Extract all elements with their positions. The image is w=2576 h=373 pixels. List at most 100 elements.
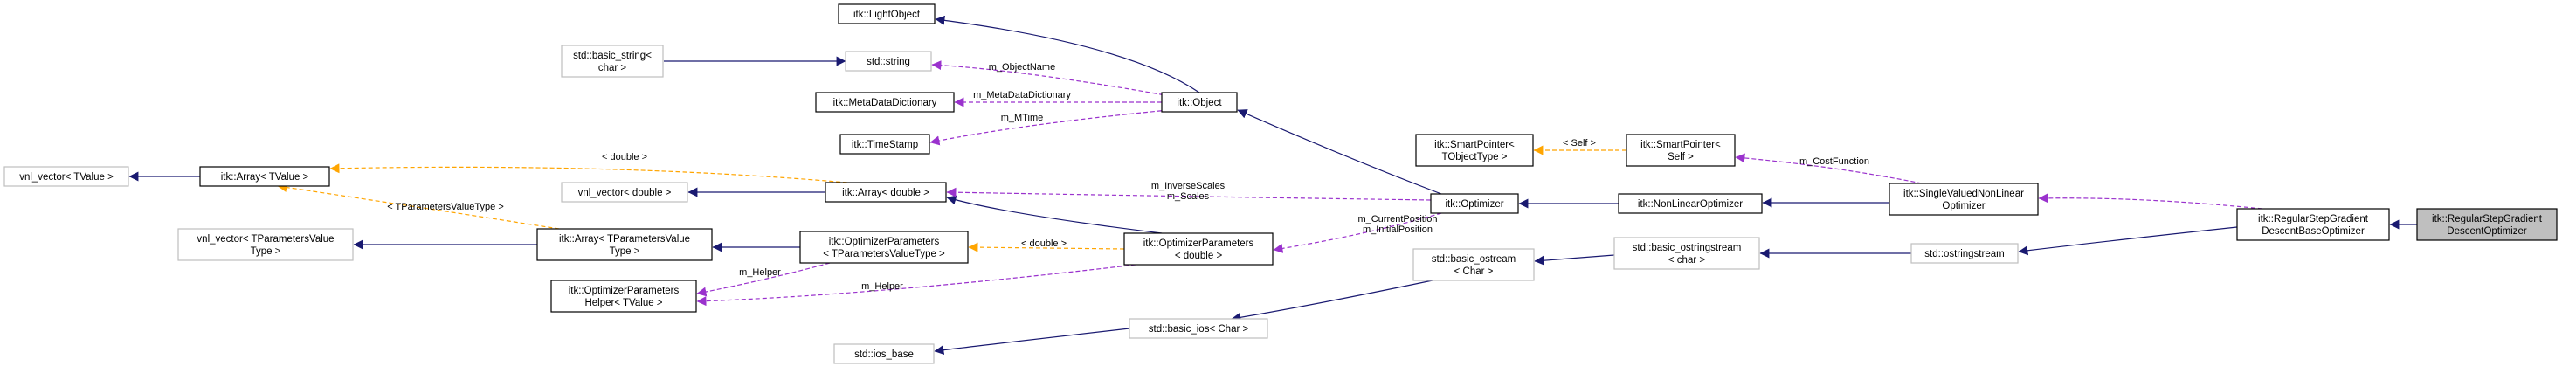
class-node-label: Self > (1668, 152, 1694, 162)
edge-label: m_Helper (861, 281, 903, 292)
class-node-label: itk::RegularStepGradient (2258, 214, 2369, 224)
class-node-label: itk::OptimizerParameters (569, 286, 680, 296)
class-node-box (550, 280, 697, 313)
class-node-basic-ostream[interactable]: std::basic_ostream< Char > (1412, 248, 1535, 281)
class-node-basic-ostringstream[interactable]: std::basic_ostringstream< char > (1613, 237, 1760, 270)
class-node-label: char > (598, 63, 627, 73)
edge-label: < Self > (1563, 138, 1596, 149)
class-node-label: std::basic_ostream (1432, 254, 1516, 265)
class-node-box (799, 231, 969, 264)
class-node-basic-ios[interactable]: std::basic_ios< Char > (1129, 318, 1268, 339)
edge-member-object-to-timestamp: m_MTime (929, 109, 1170, 146)
class-node-label: itk::Array< TValue > (221, 172, 309, 183)
class-node-box (1626, 134, 1736, 167)
class-node-label: itk::SingleValuedNonLinear (1903, 189, 2024, 199)
class-node-array-tparams[interactable]: itk::Array< TParametersValueType > (536, 228, 713, 261)
class-node-vnl-tvalue[interactable]: vnl_vector< TValue > (3, 166, 129, 187)
edge-label: m_Helper (739, 267, 781, 278)
edge-label: m_ObjectName (989, 62, 1055, 73)
class-node-lightobject[interactable]: itk::LightObject (838, 3, 936, 24)
edge-line (1273, 212, 1442, 253)
edge-label: m_CurrentPosition (1357, 214, 1437, 224)
edge-inherit-basic-ostringstream-to-basic-ostream (1534, 254, 1615, 266)
class-node-label: std::basic_ios< Char > (1149, 324, 1249, 335)
class-node-box (561, 45, 664, 78)
edge-inherit-basic-ostream-to-basic-ios (1231, 280, 1433, 322)
class-node-optimizer[interactable]: itk::Optimizer (1430, 193, 1519, 214)
class-node-box (838, 3, 936, 24)
edge-line (696, 262, 831, 297)
class-node-box (2416, 208, 2558, 241)
class-node-label: std::string (867, 57, 910, 67)
class-node-box (1412, 248, 1535, 281)
class-node-box (1415, 134, 1534, 167)
class-node-label: Helper< TValue > (584, 298, 662, 308)
edge-line (329, 163, 848, 183)
class-node-label: < Char > (1454, 266, 1494, 277)
edge-label: m_Scales (1167, 191, 1210, 202)
edge-member-object-to-metadatadict: m_MetaDataDictionary (954, 90, 1162, 107)
class-node-smartptr-t[interactable]: itk::SmartPointer<TObjectType > (1415, 134, 1534, 167)
class-node-box (1123, 232, 1274, 266)
class-node-label: Type > (251, 246, 281, 257)
edge-template-array-double-to-array-tvalue: < double > (329, 152, 848, 183)
edge-inherit-basic-ios-to-ios-base (934, 328, 1130, 356)
class-node-box (2236, 208, 2390, 241)
class-node-label: itk::SmartPointer< (1640, 140, 1721, 150)
edge-line (935, 15, 1200, 93)
class-node-label: itk::Object (1177, 98, 1222, 108)
edge-line (929, 109, 1170, 146)
class-node-box (839, 134, 930, 155)
edge-line (1237, 109, 1442, 195)
edge-line (946, 195, 1163, 234)
class-node-label: itk::Array< TParametersValue (559, 234, 690, 245)
class-node-array-double[interactable]: itk::Array< double > (825, 182, 947, 203)
class-node-label: itk::Optimizer (1445, 199, 1503, 210)
edge-label: m_InitialPosition (1363, 224, 1433, 235)
edge-template-array-tparams-to-array-tvalue: < TParametersValueType > (277, 183, 560, 230)
edge-member-object-to-string: m_ObjectName (931, 60, 1171, 97)
class-node-box (561, 182, 688, 203)
edge-label: < double > (602, 152, 647, 162)
class-node-basic-string[interactable]: std::basic_string<char > (561, 45, 664, 78)
class-node-box (833, 343, 935, 364)
class-node-string[interactable]: std::string (845, 51, 932, 72)
class-node-label: vnl_vector< TParametersValue (197, 234, 334, 245)
edge-member-optparams-double-to-optparams-helper: m_Helper (696, 264, 1136, 307)
class-node-label: Optimizer (1942, 201, 1985, 211)
edge-line (1534, 254, 1615, 266)
class-node-box (845, 51, 932, 72)
class-node-optparams-double[interactable]: itk::OptimizerParameters< double > (1123, 232, 1274, 266)
edge-label: m_CostFunction (1799, 156, 1869, 167)
class-node-object[interactable]: itk::Object (1161, 92, 1238, 113)
class-node-label: < TParametersValueType > (823, 249, 945, 259)
class-node-label: std::basic_string< (573, 51, 652, 61)
edge-template-smartptr-self-to-smartptr-t: < Self > (1533, 138, 1626, 155)
class-node-label: itk::SmartPointer< (1434, 140, 1515, 150)
class-node-vnl-tparams[interactable]: vnl_vector< TParametersValueType > (177, 228, 354, 261)
class-node-optparams-tpvt[interactable]: itk::OptimizerParameters< TParametersVal… (799, 231, 969, 264)
class-node-smartptr-self[interactable]: itk::SmartPointer<Self > (1626, 134, 1736, 167)
class-node-array-tvalue[interactable]: itk::Array< TValue > (199, 166, 330, 187)
class-node-box (1430, 193, 1519, 214)
class-node-metadatadict[interactable]: itk::MetaDataDictionary (815, 92, 955, 113)
class-node-ostringstream[interactable]: std::ostringstream (1910, 243, 2019, 264)
class-node-timestamp[interactable]: itk::TimeStamp (839, 134, 930, 155)
edge-line (931, 60, 1171, 97)
class-node-label: DescentBaseOptimizer (2262, 226, 2365, 237)
class-node-rsgdbase[interactable]: itk::RegularStepGradientDescentBaseOptim… (2236, 208, 2390, 241)
edge-member-optparams-tpvt-to-optparams-helper: m_Helper (696, 262, 831, 297)
class-node-nonlinear[interactable]: itk::NonLinearOptimizer (1618, 193, 1763, 214)
class-node-ios-base[interactable]: std::ios_base (833, 343, 935, 364)
edge-line (1735, 153, 1923, 184)
edge-label: m_MetaDataDictionary (973, 90, 1071, 100)
class-node-vnl-double[interactable]: vnl_vector< double > (561, 182, 688, 203)
class-node-label: itk::RegularStepGradient (2432, 214, 2543, 224)
edge-line (2018, 226, 2238, 256)
